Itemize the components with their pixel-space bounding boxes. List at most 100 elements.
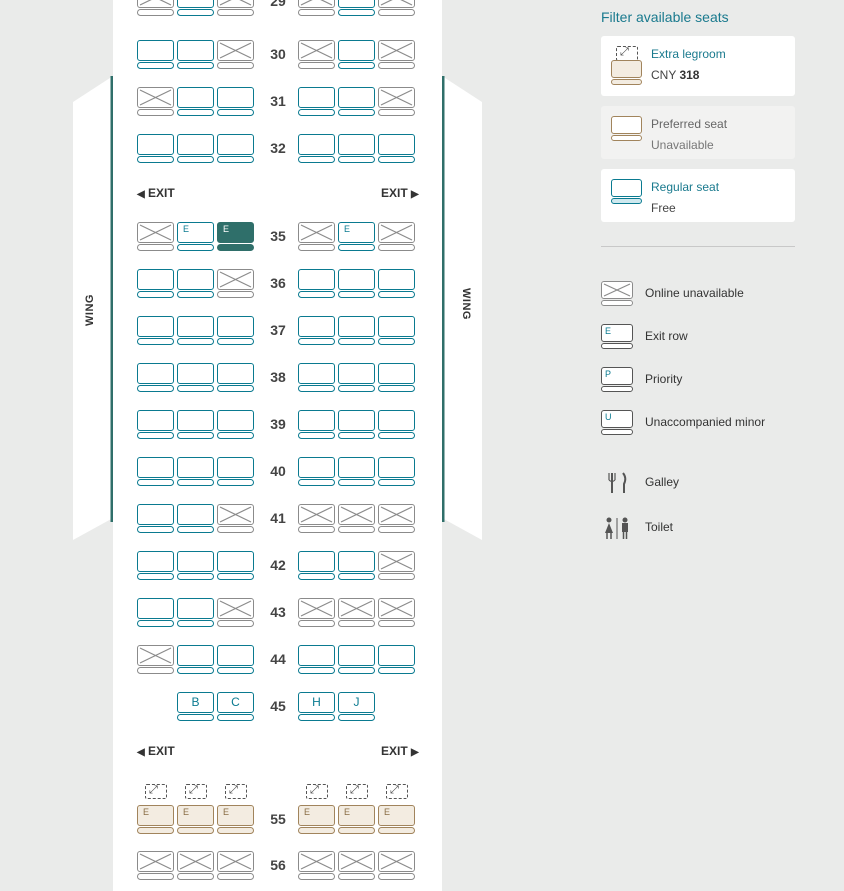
seat-back: [338, 363, 375, 384]
seat-42J[interactable]: [338, 551, 375, 580]
seat-unavailable-56K: [378, 851, 415, 880]
seat-43A[interactable]: [137, 598, 174, 627]
seat-32H[interactable]: [298, 134, 335, 163]
seat-37K[interactable]: [378, 316, 415, 345]
unavailable-cross-icon: [139, 89, 172, 106]
seat-38A[interactable]: [137, 363, 174, 392]
seat-39K[interactable]: [378, 410, 415, 439]
seat-42B[interactable]: [177, 551, 214, 580]
exit-row-seat-icon: E: [601, 324, 633, 350]
seat-44C[interactable]: [217, 645, 254, 674]
legend-galley: Galley: [601, 470, 841, 496]
seat-38K[interactable]: [378, 363, 415, 392]
filter-extra-legroom[interactable]: ⤢ Extra legroom CNY 318: [601, 36, 795, 96]
seat-cushion: [378, 827, 415, 834]
seat-44H[interactable]: [298, 645, 335, 674]
seat-cushion: [338, 479, 375, 486]
seat-55C[interactable]: E: [217, 805, 254, 834]
seat-55K[interactable]: E: [378, 805, 415, 834]
seat-31C[interactable]: [217, 87, 254, 116]
unavailable-cross-icon: [300, 0, 333, 6]
seat-55A[interactable]: E: [137, 805, 174, 834]
seat-cushion: [217, 714, 254, 721]
seat-36H[interactable]: [298, 269, 335, 298]
seat-37H[interactable]: [298, 316, 335, 345]
seat-45C[interactable]: C: [217, 692, 254, 721]
seat-30B[interactable]: [177, 40, 214, 69]
seat-35B[interactable]: E: [177, 222, 214, 251]
seat-32J[interactable]: [338, 134, 375, 163]
seat-cushion: [137, 109, 174, 116]
seat-unavailable-31A: [137, 87, 174, 116]
filter-regular-seat[interactable]: Regular seat Free: [601, 169, 795, 222]
seat-40H[interactable]: [298, 457, 335, 486]
seat-32B[interactable]: [177, 134, 214, 163]
seat-cushion: [298, 432, 335, 439]
seat-38B[interactable]: [177, 363, 214, 392]
seat-39J[interactable]: [338, 410, 375, 439]
seat-back: [217, 410, 254, 431]
seat-42H[interactable]: [298, 551, 335, 580]
seat-32K[interactable]: [378, 134, 415, 163]
seat-35C[interactable]: E: [217, 222, 254, 251]
seat-40B[interactable]: [177, 457, 214, 486]
seat-40A[interactable]: [137, 457, 174, 486]
seat-39A[interactable]: [137, 410, 174, 439]
seat-55B[interactable]: E: [177, 805, 214, 834]
seat-cushion: [298, 9, 335, 16]
row-number: 44: [270, 651, 286, 667]
seat-37B[interactable]: [177, 316, 214, 345]
seat-back: [338, 645, 375, 666]
seat-32C[interactable]: [217, 134, 254, 163]
seat-39B[interactable]: [177, 410, 214, 439]
seat-back: [137, 805, 174, 826]
seat-back: [298, 316, 335, 337]
seat-31J[interactable]: [338, 87, 375, 116]
seat-29B[interactable]: [177, 0, 214, 16]
seat-38J[interactable]: [338, 363, 375, 392]
seat-42A[interactable]: [137, 551, 174, 580]
exit-row-tag: E: [183, 224, 190, 234]
seat-42C[interactable]: [217, 551, 254, 580]
seat-30A[interactable]: [137, 40, 174, 69]
seat-cushion: [217, 156, 254, 163]
seat-41B[interactable]: [177, 504, 214, 533]
seat-37C[interactable]: [217, 316, 254, 345]
seat-45J[interactable]: J: [338, 692, 375, 721]
seat-43B[interactable]: [177, 598, 214, 627]
seat-37A[interactable]: [137, 316, 174, 345]
seat-44K[interactable]: [378, 645, 415, 674]
seat-36J[interactable]: [338, 269, 375, 298]
seat-31H[interactable]: [298, 87, 335, 116]
seat-back: [177, 363, 214, 384]
seat-55J[interactable]: E: [338, 805, 375, 834]
seat-44B[interactable]: [177, 645, 214, 674]
seat-38C[interactable]: [217, 363, 254, 392]
arrow-left-icon: ◀: [137, 747, 145, 758]
seat-45H[interactable]: H: [298, 692, 335, 721]
seat-38H[interactable]: [298, 363, 335, 392]
seat-35J[interactable]: E: [338, 222, 375, 251]
seat-32A[interactable]: [137, 134, 174, 163]
seat-36K[interactable]: [378, 269, 415, 298]
seat-41A[interactable]: [137, 504, 174, 533]
seat-29J[interactable]: [338, 0, 375, 16]
seat-31B[interactable]: [177, 87, 214, 116]
wing-left: WING: [73, 76, 113, 540]
seat-40K[interactable]: [378, 457, 415, 486]
seat-30J[interactable]: [338, 40, 375, 69]
seat-55H[interactable]: E: [298, 805, 335, 834]
seat-36A[interactable]: [137, 269, 174, 298]
seat-44J[interactable]: [338, 645, 375, 674]
unavailable-cross-icon: [380, 600, 413, 617]
seat-cushion: [298, 385, 335, 392]
seat-40J[interactable]: [338, 457, 375, 486]
seat-39H[interactable]: [298, 410, 335, 439]
seat-unavailable-42K: [378, 551, 415, 580]
seat-37J[interactable]: [338, 316, 375, 345]
seat-39C[interactable]: [217, 410, 254, 439]
seat-36B[interactable]: [177, 269, 214, 298]
seat-40C[interactable]: [217, 457, 254, 486]
seat-45B[interactable]: B: [177, 692, 214, 721]
seat-back: [217, 551, 254, 572]
